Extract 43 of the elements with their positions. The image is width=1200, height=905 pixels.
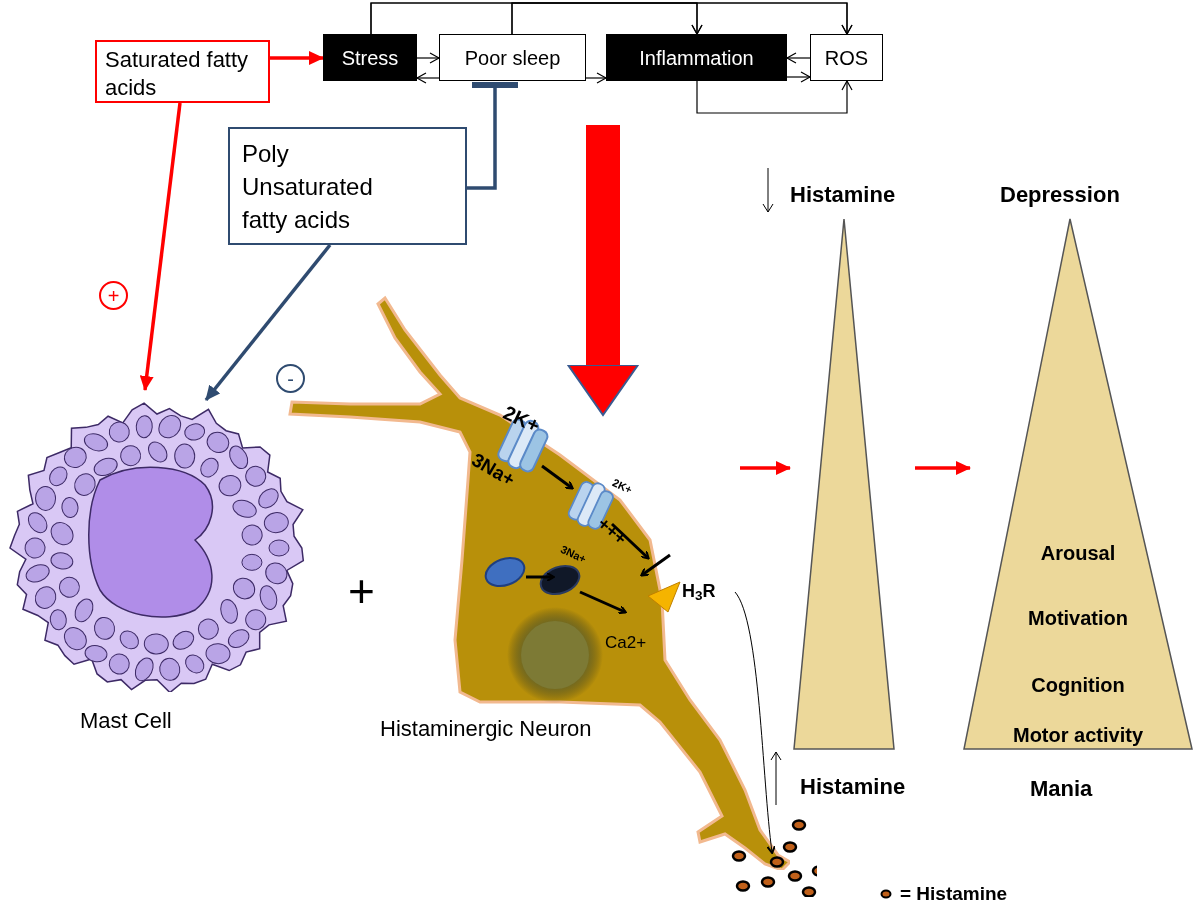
caption-text: Histamine	[790, 181, 896, 209]
arrow	[786, 71, 811, 83]
ion-label: +++	[592, 512, 632, 551]
ion-label: H$_{3}$R	[682, 580, 716, 605]
arrow	[416, 72, 440, 84]
factor-box: Poor sleep	[439, 34, 586, 81]
factor-box: Inflammation	[606, 34, 787, 81]
inhibition-line	[467, 82, 518, 190]
caption-text: Histaminergic Neuron	[380, 715, 592, 743]
cause-box: Saturated fatty acids	[95, 40, 270, 103]
effect-label: Cognition	[1031, 673, 1125, 698]
effect-label: Arousal	[1040, 541, 1116, 566]
arrow	[139, 102, 182, 391]
ion-label: Histamine	[800, 773, 906, 801]
ion-label: Ca2+	[605, 632, 647, 654]
factor-box: Stress	[323, 34, 417, 81]
effect-label: Motor activity	[1013, 723, 1143, 748]
arrow	[740, 461, 791, 475]
effect-label: Motivation	[1028, 606, 1128, 631]
arrow	[511, 2, 853, 35]
arrow	[270, 51, 324, 65]
ion-label: 2K+	[499, 400, 545, 439]
histamine-triangle	[793, 218, 895, 750]
legend-text: = Histamine	[900, 882, 1008, 905]
edge-label: -	[276, 364, 305, 393]
caption-text: Mania	[1030, 775, 1093, 803]
factor-box: ROS	[810, 34, 883, 81]
caption-text: Mast Cell	[80, 707, 172, 735]
ion-label: 2K+	[609, 475, 636, 498]
arrow	[915, 461, 971, 475]
cause-box: Poly Unsaturated fatty acids	[228, 127, 467, 245]
edge-label: +	[99, 281, 128, 310]
caption-text: Depression	[1000, 181, 1120, 209]
arrow	[416, 52, 440, 64]
ion-label: 3Na+	[557, 541, 589, 568]
arrow	[696, 80, 853, 114]
arrow	[204, 243, 332, 402]
ion-label: +	[348, 568, 375, 614]
arrow	[786, 52, 811, 64]
mood-triangle	[963, 218, 1193, 750]
ion-label: 3Na+	[467, 448, 520, 493]
arrow	[567, 125, 639, 416]
arrow	[585, 72, 607, 84]
